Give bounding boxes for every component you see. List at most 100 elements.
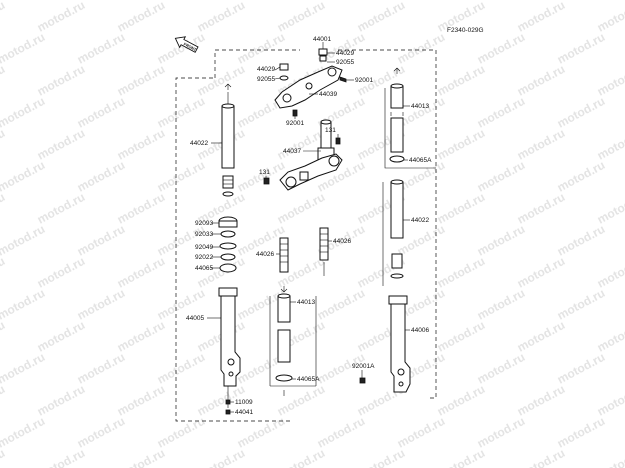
label-44039: 44039 xyxy=(319,91,337,98)
watermark-text: motod.ru xyxy=(315,286,367,323)
label-92001-right: 92001 xyxy=(355,77,373,84)
watermark-text: motod.ru xyxy=(0,190,7,227)
watermark-text: motod.ru xyxy=(195,62,247,99)
watermark-text: motod.ru xyxy=(0,350,47,387)
watermark-text: motod.ru xyxy=(235,158,287,195)
label-44029-left: 44029 xyxy=(257,66,275,73)
watermark-text: motod.ru xyxy=(35,190,87,227)
watermark-text: motod.ru xyxy=(115,446,167,468)
watermark-text: motod.ru xyxy=(75,94,127,131)
watermark-text: motod.ru xyxy=(115,254,167,291)
watermark-text: motod.ru xyxy=(595,254,625,291)
label-44022-right: 44022 xyxy=(411,217,429,224)
circlip-92033 xyxy=(220,230,236,238)
left-inner-tube xyxy=(221,105,235,169)
watermark-text: motod.ru xyxy=(275,190,327,227)
watermark-text: motod.ru xyxy=(435,254,487,291)
watermark-text: motod.ru xyxy=(115,126,167,163)
watermark-text: motod.ru xyxy=(515,254,567,291)
label-44037: 44037 xyxy=(283,148,301,155)
watermark-text: motod.ru xyxy=(0,414,47,451)
bolt-92001A xyxy=(359,377,366,384)
watermark-text: motod.ru xyxy=(115,318,167,355)
right-upper-tube-assembly xyxy=(389,83,405,163)
watermark-text: motod.ru xyxy=(0,254,7,291)
watermark-text: motod.ru xyxy=(435,126,487,163)
watermark-text: motod.ru xyxy=(155,414,207,451)
watermark-text: motod.ru xyxy=(595,382,625,419)
watermark-text: motod.ru xyxy=(35,126,87,163)
washer-92049 xyxy=(219,242,237,250)
watermark-text: motod.ru xyxy=(315,414,367,451)
drain-bolt-11009 xyxy=(225,399,231,405)
watermark-text: motod.ru xyxy=(515,446,567,468)
watermark-text: motod.ru xyxy=(475,30,527,67)
left-inner-tube-assembly xyxy=(221,92,235,197)
watermark-text: motod.ru xyxy=(555,94,607,131)
watermark-text: motod.ru xyxy=(35,254,87,291)
label-92093: 92093 xyxy=(195,220,213,227)
spring-right xyxy=(319,227,329,276)
label-44041: 44041 xyxy=(235,409,253,416)
watermark-text: motod.ru xyxy=(35,62,87,99)
watermark-text: motod.ru xyxy=(155,30,207,67)
watermark-text: motod.ru xyxy=(0,158,47,195)
label-44065A-center: 44065A xyxy=(297,376,320,383)
label-92033: 92033 xyxy=(195,231,213,238)
watermark-text: motod.ru xyxy=(475,222,527,259)
label-44029-top: 44029 xyxy=(336,50,354,57)
watermark-text: motod.ru xyxy=(35,0,87,35)
label-44026-right: 44026 xyxy=(333,238,351,245)
watermark-text: motod.ru xyxy=(435,318,487,355)
watermark-text: motod.ru xyxy=(0,318,7,355)
diagram-code: F2340-029G xyxy=(447,27,484,34)
watermark-text: motod.ru xyxy=(275,382,327,419)
label-92049: 92049 xyxy=(195,244,213,251)
spring-left xyxy=(279,237,289,273)
steering-stem-assembly xyxy=(263,119,343,191)
front-arrow-icon: FRONT xyxy=(174,36,199,53)
label-44022-left: 44022 xyxy=(190,140,208,147)
watermark-text: motod.ru xyxy=(475,414,527,451)
watermark-text: motod.ru xyxy=(75,222,127,259)
watermark-text: motod.ru xyxy=(595,62,625,99)
watermark-text: motod.ru xyxy=(0,446,7,468)
seal-stack xyxy=(218,216,238,273)
right-upper-bracket-line xyxy=(384,88,436,169)
watermark-text: motod.ru xyxy=(0,222,47,259)
watermark-text: motod.ru xyxy=(355,446,407,468)
label-44005: 44005 xyxy=(186,315,204,322)
watermark-text: motod.ru xyxy=(0,0,7,35)
watermark-text: motod.ru xyxy=(235,30,287,67)
watermark-text: motod.ru xyxy=(115,190,167,227)
bolt-44041 xyxy=(225,409,231,415)
watermark-text: motod.ru xyxy=(115,0,167,35)
watermark-text: motod.ru xyxy=(475,158,527,195)
label-92022: 92022 xyxy=(195,254,213,261)
watermark-text: motod.ru xyxy=(555,414,607,451)
watermark-text: motod.ru xyxy=(75,30,127,67)
ring-92022 xyxy=(220,253,236,261)
label-44013-right: 44013 xyxy=(411,103,429,110)
watermark-text: motod.ru xyxy=(595,0,625,35)
front-arrow-text: FRONT xyxy=(183,41,198,52)
watermark-text: motod.ru xyxy=(595,446,625,468)
part-labels: 44001 44029 44029 92055 92055 92001 4403… xyxy=(186,36,432,416)
watermark-text: motod.ru xyxy=(0,0,47,3)
watermark-text: motod.ru xyxy=(555,30,607,67)
watermark-text: motod.ru xyxy=(475,350,527,387)
watermark-text: motod.ru xyxy=(515,318,567,355)
label-44026-left: 44026 xyxy=(256,251,274,258)
watermark-text: motod.ru xyxy=(75,350,127,387)
label-44065: 44065 xyxy=(195,265,213,272)
label-92001-lower: 92001 xyxy=(286,120,304,127)
left-outer-tube xyxy=(218,287,241,415)
watermark-text: motod.ru xyxy=(0,94,47,131)
watermark-text: motod.ru xyxy=(155,158,207,195)
watermark-text: motod.ru xyxy=(515,190,567,227)
label-44065A-right: 44065A xyxy=(409,157,432,164)
nut-44029-left xyxy=(279,63,289,71)
watermark-text: motod.ru xyxy=(275,0,327,35)
watermark-text: motod.ru xyxy=(595,190,625,227)
watermark-text: motod.ru xyxy=(595,318,625,355)
